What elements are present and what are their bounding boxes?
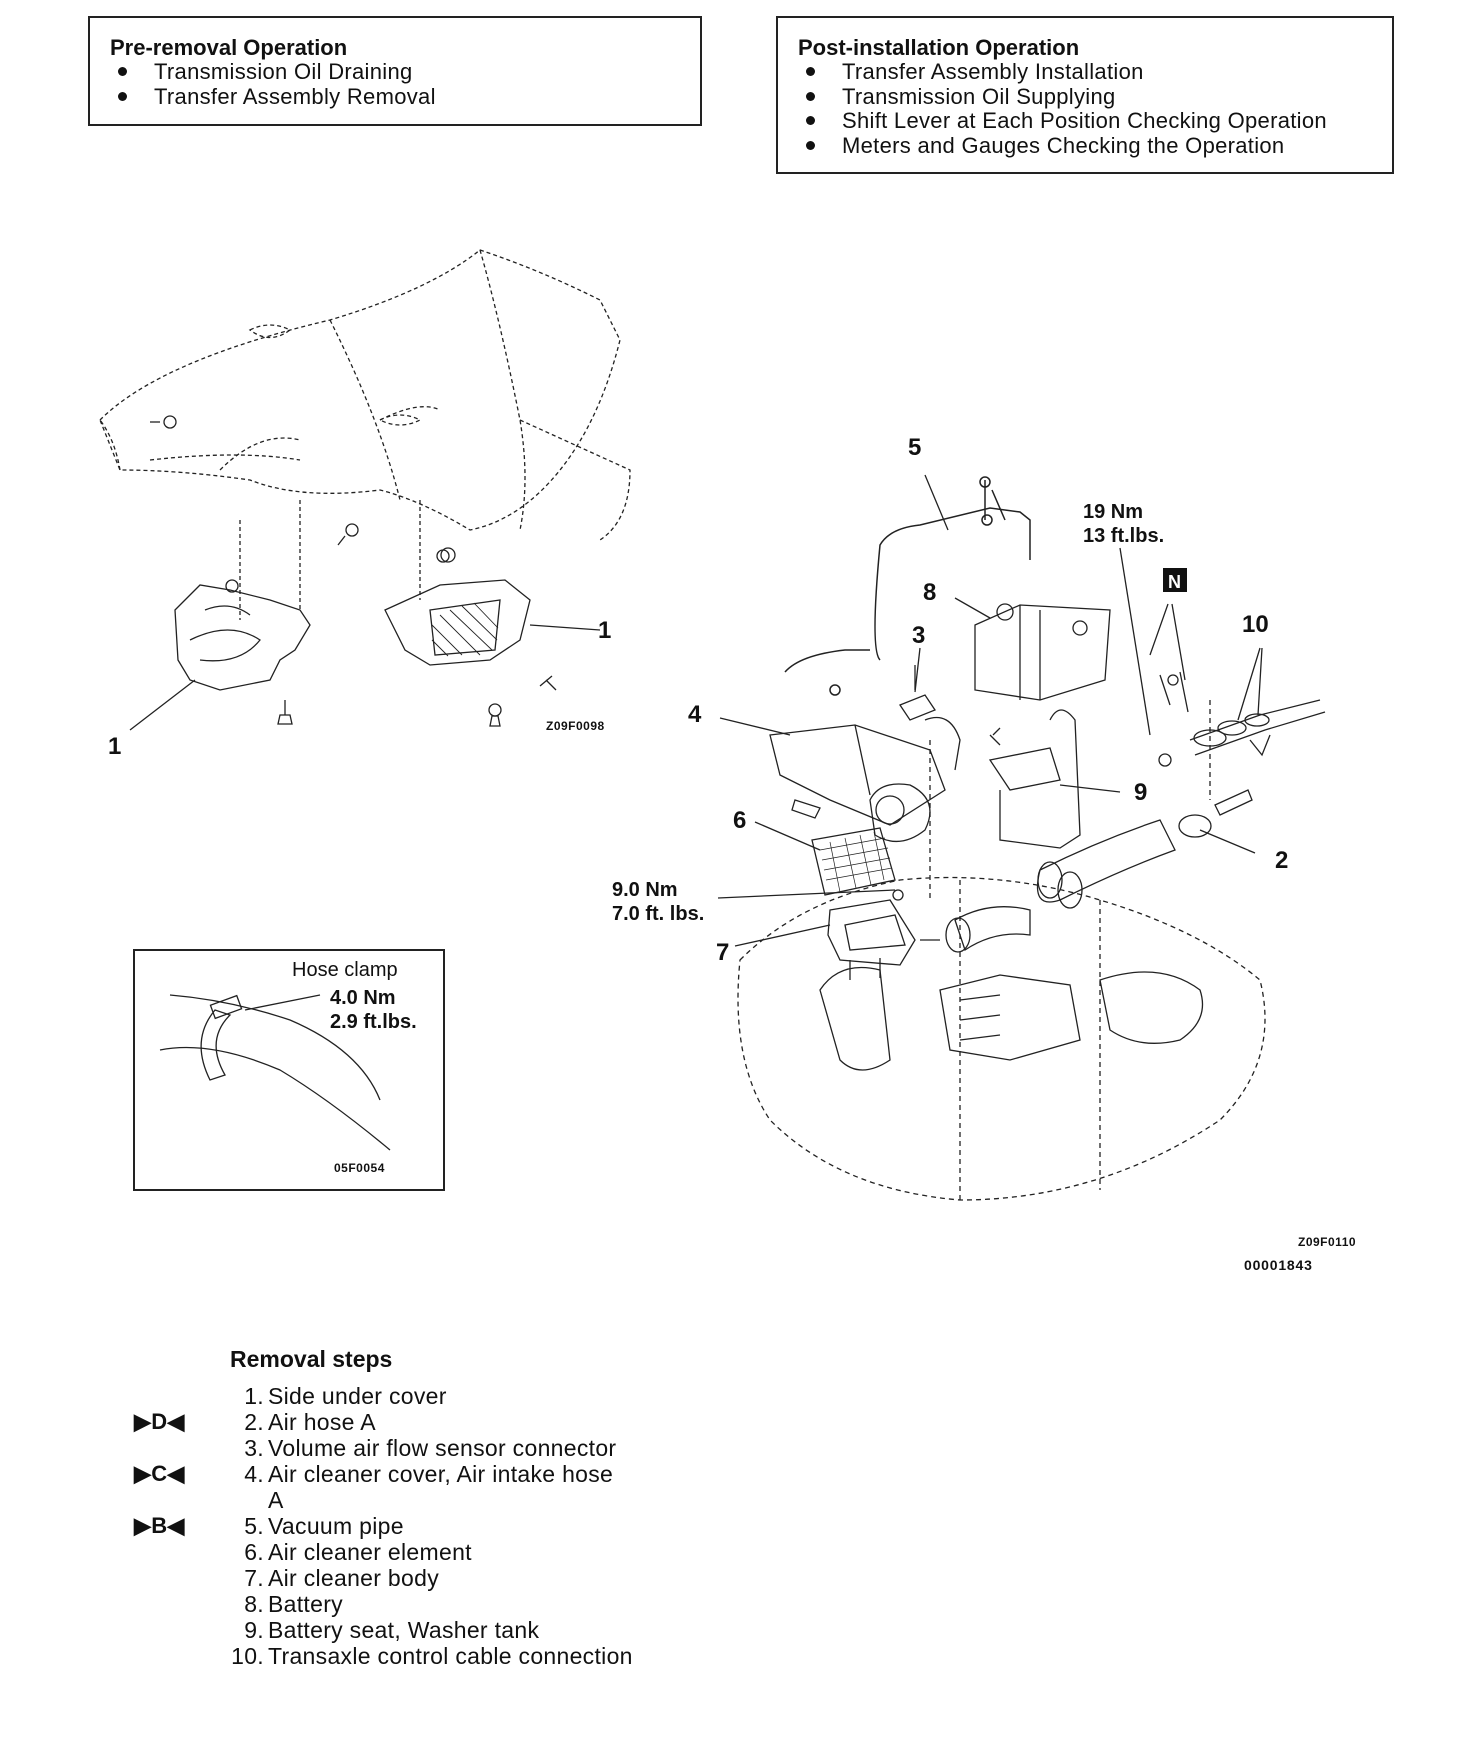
marker-n-badge: N xyxy=(1163,568,1187,592)
bullet-icon xyxy=(806,67,815,76)
car-front-illustration xyxy=(99,249,631,620)
post-installation-title: Post-installation Operation xyxy=(798,35,1080,60)
torque-9nm: 9.0 Nm xyxy=(612,879,678,901)
bullet-icon xyxy=(806,91,815,101)
removal-step: 9.Battery seat, Washer tank xyxy=(244,1617,540,1643)
battery-seat-washer-tank xyxy=(988,709,1081,849)
bullet-icon xyxy=(118,67,127,76)
air-cleaner-cover xyxy=(769,716,961,842)
removal-step: 7.Air cleaner body xyxy=(244,1565,439,1591)
removal-step-continuation: A xyxy=(268,1487,284,1513)
vacuum-pipe xyxy=(784,476,1031,696)
engine-bay-illustration xyxy=(737,700,1266,1201)
pre-removal-item: Transfer Assembly Removal xyxy=(110,84,700,110)
battery xyxy=(974,603,1111,701)
pre-removal-list: Transmission Oil Draining Transfer Assem… xyxy=(110,59,700,110)
callout-2: 2 xyxy=(1275,847,1288,874)
removal-step: ▶C◀4.Air cleaner cover, Air intake hose xyxy=(134,1461,614,1487)
callout-1-right: 1 xyxy=(598,617,611,644)
callout-5: 5 xyxy=(908,434,921,461)
air-cleaner-element xyxy=(811,827,896,896)
callout-1-left: 1 xyxy=(108,733,121,760)
side-under-cover-right xyxy=(384,547,557,727)
post-installation-item: Transfer Assembly Installation xyxy=(798,59,1392,85)
post-installation-box: Post-installation Operation Transfer Ass… xyxy=(776,16,1394,174)
service-mark-c: ▶C◀ xyxy=(134,1461,185,1486)
service-mark-d: ▶D◀ xyxy=(134,1409,185,1434)
intake-manifold xyxy=(819,966,1204,1071)
inset-torque-ftlbs: 2.9 ft.lbs. xyxy=(330,1011,417,1033)
callout-8: 8 xyxy=(923,579,936,606)
post-installation-list: Transfer Assembly Installation Transmiss… xyxy=(798,59,1392,159)
removal-step: ▶D◀2.Air hose A xyxy=(134,1409,376,1435)
figure-code-left: Z09F0098 xyxy=(546,719,605,733)
callout-4: 4 xyxy=(688,701,702,728)
removal-step: 3.Volume air flow sensor connector xyxy=(244,1435,617,1461)
torque-13ftlbs: 13 ft.lbs. xyxy=(1083,525,1164,547)
leader-line xyxy=(529,624,601,631)
removal-step: ▶B◀5.Vacuum pipe xyxy=(134,1513,404,1539)
figure-code-right: Z09F0110 xyxy=(1298,1235,1356,1249)
inset-title: Hose clamp xyxy=(292,959,398,981)
side-under-cover-left xyxy=(174,579,311,725)
torque-19nm: 19 Nm xyxy=(1083,501,1143,523)
removal-step: 1.Side under cover xyxy=(244,1383,447,1409)
callout-6: 6 xyxy=(733,807,746,834)
post-installation-item: Transmission Oil Supplying xyxy=(798,84,1392,110)
bolt-icons-left xyxy=(150,415,450,563)
removal-step: 10.Transaxle control cable connection xyxy=(231,1643,633,1669)
callout-10: 10 xyxy=(1242,611,1269,638)
removal-step: 8.Battery xyxy=(244,1591,343,1617)
callout-7: 7 xyxy=(716,939,729,966)
transaxle-control-cable xyxy=(1158,671,1326,767)
pre-removal-box: Pre-removal Operation Transmission Oil D… xyxy=(88,16,702,126)
service-mark-b: ▶B◀ xyxy=(134,1513,185,1538)
pre-removal-title: Pre-removal Operation xyxy=(110,35,348,60)
document-number: 00001843 xyxy=(1244,1257,1313,1273)
post-installation-item: Shift Lever at Each Position Checking Op… xyxy=(798,108,1392,134)
removal-step: 6.Air cleaner element xyxy=(244,1539,472,1565)
callout-3: 3 xyxy=(912,622,925,649)
air-hose-a xyxy=(945,789,1253,953)
post-installation-item: Meters and Gauges Checking the Operation xyxy=(798,133,1392,159)
leader-line xyxy=(129,679,196,731)
air-flow-sensor-connector xyxy=(899,665,936,721)
removal-steps-title: Removal steps xyxy=(230,1346,393,1372)
leader-lines-right xyxy=(717,474,1263,947)
bullet-icon xyxy=(806,140,815,150)
torque-7ftlbs: 7.0 ft. lbs. xyxy=(612,903,704,925)
bullet-icon xyxy=(806,116,815,125)
air-cleaner-body xyxy=(827,889,940,980)
bullet-icon xyxy=(118,91,127,101)
hose-clamp-inset xyxy=(133,949,445,1191)
callout-9: 9 xyxy=(1134,779,1147,806)
removal-steps: Removal steps 1.Side under cover ▶D◀2.Ai… xyxy=(130,1346,830,1669)
inset-torque-nm: 4.0 Nm xyxy=(330,987,396,1009)
exploded-diagram: 1 1 Z09F0098 5 8 3 4 6 7 9 2 10 19 Nm 13… xyxy=(99,249,1356,1273)
pre-removal-item: Transmission Oil Draining xyxy=(110,59,700,85)
svg-text:N: N xyxy=(1168,572,1181,592)
inset-figure-code: 05F0054 xyxy=(334,1161,385,1175)
